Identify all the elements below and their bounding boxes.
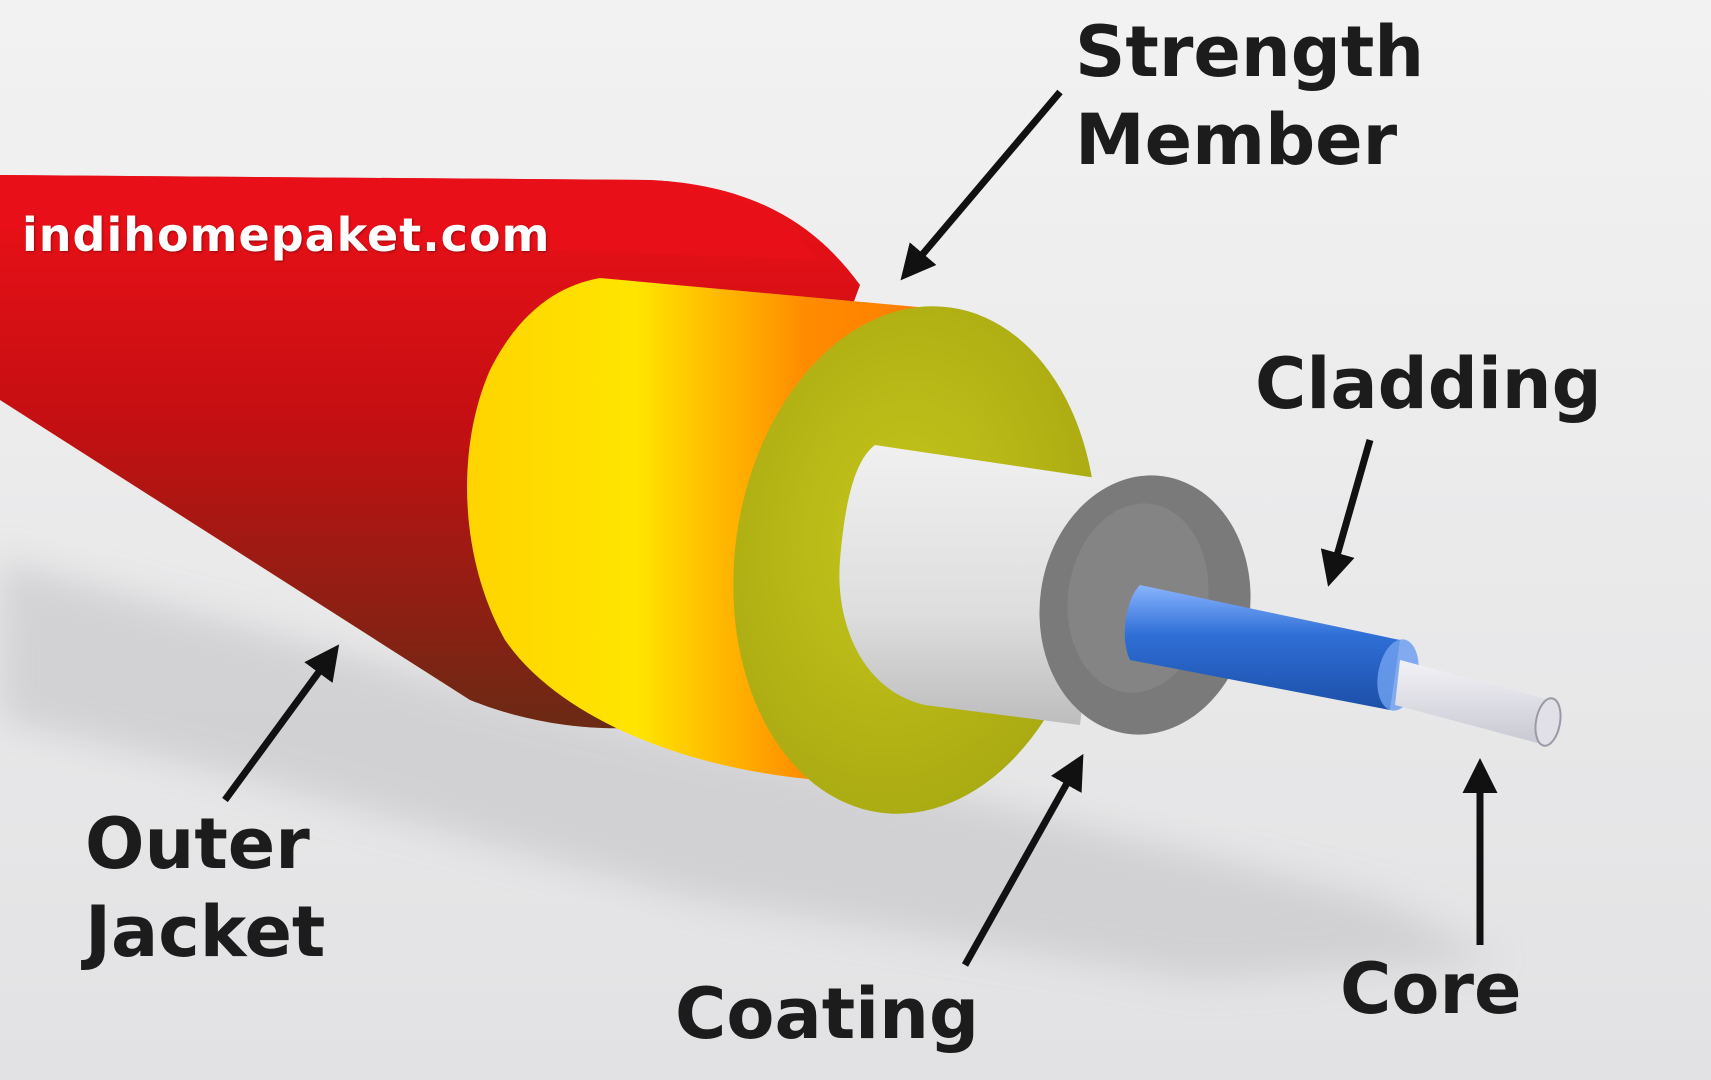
outer-jacket-label-line1: Outer xyxy=(85,803,310,885)
arrow-icon xyxy=(961,753,1084,967)
cladding-label: Cladding xyxy=(1255,343,1602,425)
arrow-icon xyxy=(900,89,1063,281)
strength-member-label-line2: Member xyxy=(1075,99,1398,181)
core-label: Core xyxy=(1340,948,1522,1030)
arrow-icon xyxy=(222,644,340,803)
core-fiber xyxy=(1395,660,1562,747)
strength-member-label: Strength Member xyxy=(1075,8,1424,184)
outer-jacket-label-line2: Jacket xyxy=(85,891,326,973)
coating-label: Coating xyxy=(675,973,980,1055)
outer-jacket-label: Outer Jacket xyxy=(85,800,325,976)
buffer-layer xyxy=(839,445,1110,725)
strength-member-label-line1: Strength xyxy=(1075,11,1425,93)
arrow-icon xyxy=(1320,439,1374,587)
watermark-text: indihomepaket.com xyxy=(22,208,551,262)
